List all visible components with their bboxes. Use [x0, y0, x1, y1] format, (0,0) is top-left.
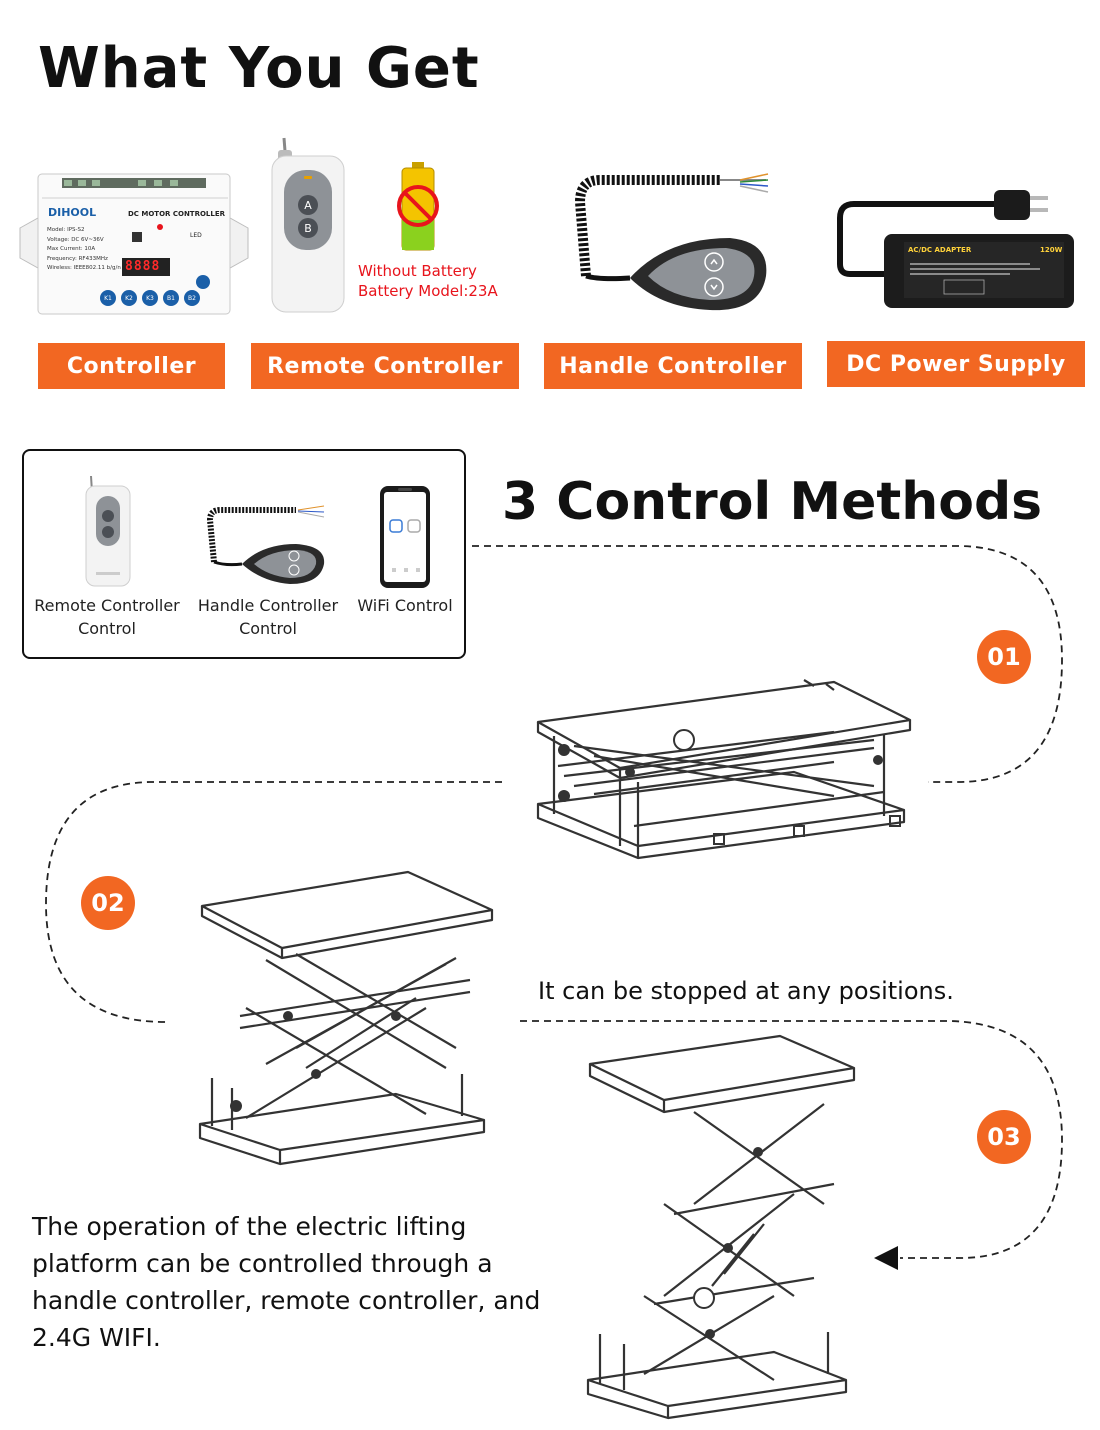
item-label-handle-controller: Handle Controller	[544, 343, 802, 389]
remote-controller-image: A B	[268, 136, 348, 316]
controller-spec-line: Max Current: 10A	[47, 246, 96, 252]
description-text: The operation of the electric lifting pl…	[32, 1212, 541, 1352]
method-caption-remote: Remote Controller Control	[26, 594, 188, 640]
controller-button-b1: B1	[163, 290, 179, 306]
method-caption-line: Control	[239, 619, 297, 638]
adapter-watt: 120W	[1040, 246, 1063, 254]
battery-note-line2: Battery Model:23A	[358, 282, 498, 300]
controller-button-k2: K2	[121, 290, 137, 306]
lifting-platform-raised	[584, 1034, 860, 1420]
method-caption-line: Handle Controller	[197, 596, 339, 615]
stop-note: It can be stopped at any positions.	[538, 977, 954, 1005]
lifting-platform-lowered	[534, 676, 914, 866]
controller-image: DIHOOL DC MOTOR CONTROLLER LED Model: IP…	[18, 170, 250, 316]
method-caption-line: WiFi Control	[357, 596, 453, 615]
control-methods-box	[22, 449, 466, 659]
step-badge-03: 03	[977, 1110, 1031, 1164]
adapter-text-lines	[910, 260, 1050, 278]
control-methods-title: 3 Control Methods	[502, 472, 1043, 532]
item-label-controller: Controller	[38, 343, 225, 389]
battery-image	[395, 160, 441, 252]
handle-controller-image	[570, 172, 780, 322]
remote-button-a: A	[298, 195, 318, 215]
item-label-remote-controller: Remote Controller	[251, 343, 519, 389]
step-badge-01: 01	[977, 630, 1031, 684]
controller-brand: DIHOOL	[48, 206, 97, 219]
method-caption-line: Remote Controller	[34, 596, 180, 615]
controller-led-label: LED	[190, 232, 202, 239]
controller-spec-line: Voltage: DC 6V~36V	[47, 236, 104, 243]
adapter-label: AC/DC ADAPTER	[908, 246, 972, 254]
controller-display: 8888	[125, 259, 161, 274]
battery-crossed-icon	[397, 162, 439, 251]
controller-button-k1: K1	[100, 290, 116, 306]
page-title: What You Get	[38, 36, 480, 101]
controller-button-b2: B2	[184, 290, 200, 306]
method-handle-icon	[206, 504, 330, 588]
controller-button-row: K1 K2 K3 B1 B2	[100, 290, 200, 306]
controller-spec-line: Wireless: IEEE802.11 b/g/n	[47, 265, 121, 271]
method-caption-handle: Handle Controller Control	[188, 594, 348, 640]
method-phone-icon	[378, 484, 432, 590]
remote-button-b: B	[298, 218, 318, 238]
battery-note: Without Battery Battery Model:23A	[358, 261, 498, 301]
method-caption-wifi: WiFi Control	[348, 594, 462, 617]
controller-spec-line: Frequency: RF433MHz	[47, 255, 108, 262]
lifting-platform-mid	[196, 868, 496, 1168]
controller-model-title: DC MOTOR CONTROLLER	[128, 210, 226, 218]
step-badge-02: 02	[81, 876, 135, 930]
item-label-dc-power-supply: DC Power Supply	[827, 341, 1085, 387]
controller-spec-line: Model: IPS-S2	[47, 227, 85, 233]
controller-button-k3: K3	[142, 290, 158, 306]
battery-note-line1: Without Battery	[358, 262, 477, 280]
arrow-left-icon	[874, 1246, 898, 1270]
method-caption-line: Control	[78, 619, 136, 638]
method-remote-icon	[84, 475, 132, 588]
controller-specs: Model: IPS-S2 Voltage: DC 6V~36V Max Cur…	[47, 226, 121, 274]
power-supply-image: AC/DC ADAPTER 120W	[834, 178, 1078, 316]
